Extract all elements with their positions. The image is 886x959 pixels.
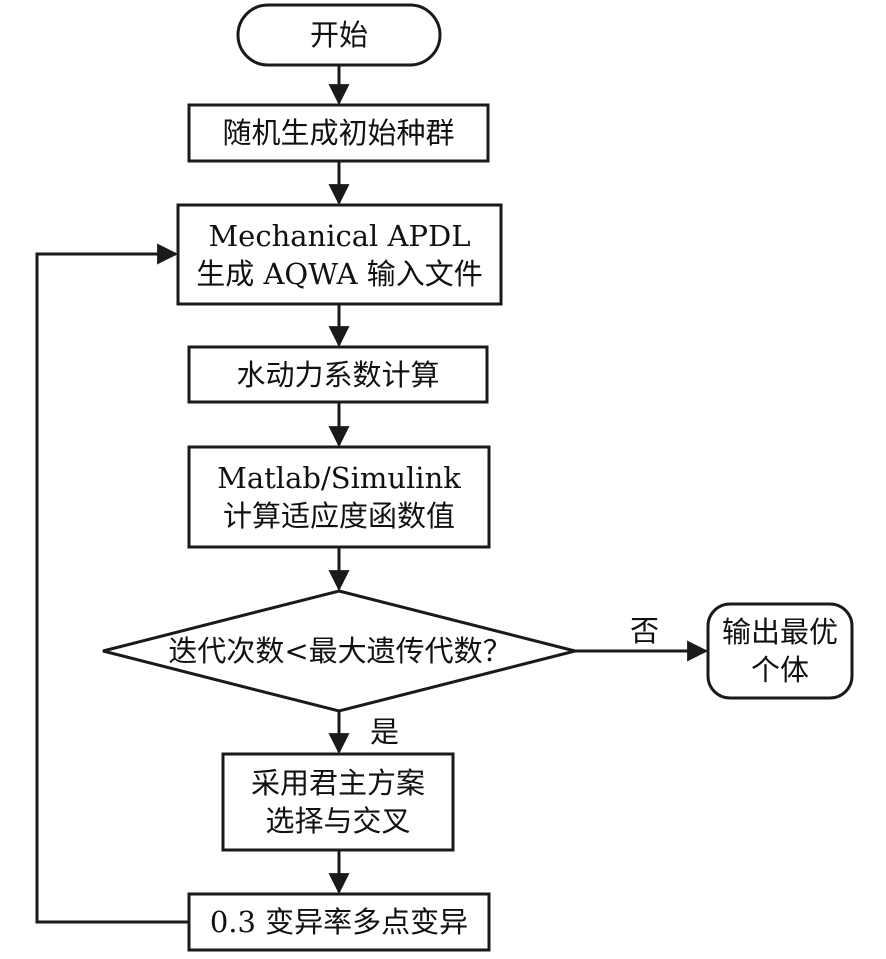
hydro-calc-label: 水动力系数计算 xyxy=(189,347,487,402)
start-text: 开始 xyxy=(309,18,368,52)
fitness-calc-line2: 计算适应度函数值 xyxy=(222,499,455,533)
mutation-label: 0.3 变异率多点变异 xyxy=(189,894,489,950)
decision-text: 迭代次数<最大遗传代数？ xyxy=(168,634,512,668)
output-best-line1: 输出最优 xyxy=(721,615,838,649)
label-no: 否 xyxy=(630,614,660,648)
output-best-label: 输出最优 个体 xyxy=(708,604,852,698)
hydro-calc-text: 水动力系数计算 xyxy=(236,357,440,392)
generate-input-line1: Mechanical APDL xyxy=(208,218,471,253)
generate-input-label: Mechanical APDL 生成 AQWA 输入文件 xyxy=(178,205,501,304)
init-population-box xyxy=(187,103,490,163)
arrow-loop-back xyxy=(35,243,189,924)
hydro-calc-box xyxy=(187,345,489,404)
fitness-calc-line1: Matlab/Simulink xyxy=(217,461,461,495)
label-yes: 是 xyxy=(370,715,400,749)
mutation-text: 0.3 变异率多点变异 xyxy=(209,905,469,939)
decision-label: 迭代次数<最大遗传代数？ xyxy=(140,625,540,677)
start-label: 开始 xyxy=(238,5,440,65)
generate-input-line2: 生成 AQWA 输入文件 xyxy=(196,256,483,291)
selection-crossover-line2: 选择与交叉 xyxy=(265,804,411,838)
output-best-line2: 个体 xyxy=(750,653,809,687)
selection-crossover-line1: 采用君主方案 xyxy=(250,766,425,800)
init-population-text: 随机生成初始种群 xyxy=(222,116,455,150)
fitness-calc-label: Matlab/Simulink 计算适应度函数值 xyxy=(189,447,489,547)
selection-crossover-label: 采用君主方案 选择与交叉 xyxy=(223,754,453,850)
init-population-label: 随机生成初始种群 xyxy=(189,105,488,161)
